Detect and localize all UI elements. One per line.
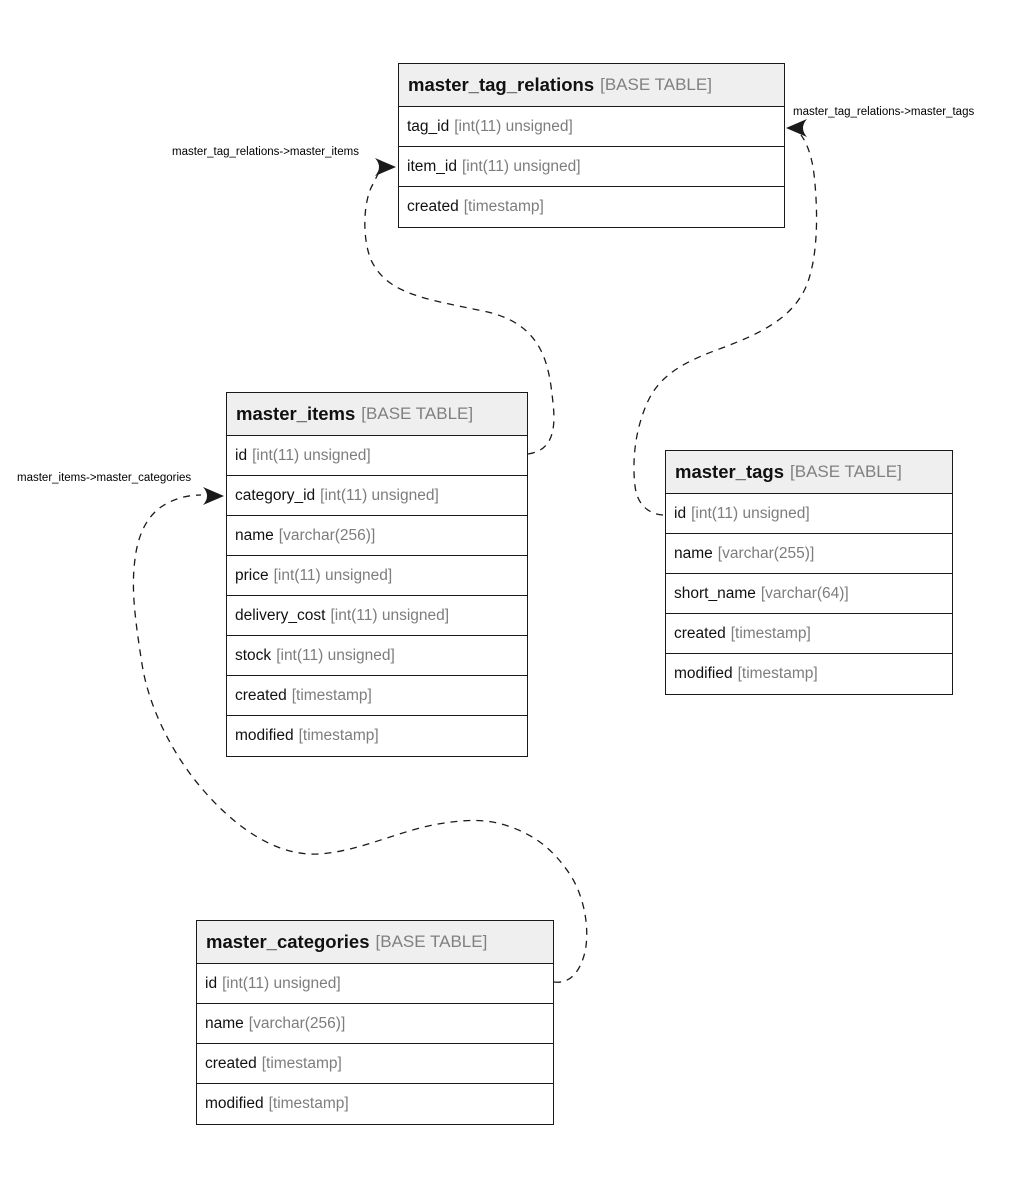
field-type: [varchar(64)] xyxy=(760,584,849,602)
table-type-badge: [BASE TABLE] xyxy=(790,462,902,481)
field-type: [timestamp] xyxy=(268,1095,349,1112)
relation-arrowhead-tags-fk xyxy=(786,119,807,137)
field-name: name xyxy=(235,526,274,544)
field-row-created[interactable]: created[timestamp] xyxy=(666,614,952,654)
field-name: id xyxy=(205,974,218,992)
field-name: tag_id xyxy=(407,117,450,135)
table-name: master_tag_relations xyxy=(408,74,595,95)
relation-label-items-categories: master_items->master_categories xyxy=(17,472,192,484)
field-row-name[interactable]: name[varchar(256)] xyxy=(197,1004,553,1044)
relation-label-tag_relations-tags: master_tag_relations->master_tags xyxy=(793,106,975,118)
field-type: [int(11) unsigned] xyxy=(454,117,573,135)
field-name: modified xyxy=(674,665,733,682)
field-name: item_id xyxy=(407,157,457,175)
field-type: [int(11) unsigned] xyxy=(222,974,341,992)
table-type-badge: [BASE TABLE] xyxy=(361,404,474,423)
field-type: [timestamp] xyxy=(463,198,544,215)
field-row-stock[interactable]: stock[int(11) unsigned] xyxy=(227,636,527,676)
relation-arrowhead-items-fk xyxy=(375,158,396,176)
field-type: [timestamp] xyxy=(291,686,372,704)
field-row-id[interactable]: id[int(11) unsigned] xyxy=(666,494,952,534)
table-master_categories[interactable]: master_categories [BASE TABLE] id[int(11) … xyxy=(196,920,554,1125)
field-row-modified[interactable]: modified[timestamp] xyxy=(666,654,952,694)
field-row-id[interactable]: id[int(11) unsigned] xyxy=(227,436,527,476)
field-row-created[interactable]: created[timestamp] xyxy=(399,187,784,227)
table-type-badge: [BASE TABLE] xyxy=(375,932,488,951)
field-type: [timestamp] xyxy=(730,624,811,642)
table-type-badge: [BASE TABLE] xyxy=(600,75,712,94)
field-row-category_id[interactable]: category_id[int(11) unsigned] xyxy=(227,476,527,516)
field-type: [timestamp] xyxy=(298,727,379,744)
field-type: [int(11) unsigned] xyxy=(330,606,450,624)
field-row-tag_id[interactable]: tag_id[int(11) unsigned] xyxy=(399,107,784,147)
field-row-short_name[interactable]: short_name[varchar(64)] xyxy=(666,574,952,614)
table-name: master_categories xyxy=(206,931,370,952)
field-row-price[interactable]: price[int(11) unsigned] xyxy=(227,556,527,596)
field-type: [int(11) unsigned] xyxy=(273,566,393,584)
field-row-modified[interactable]: modified[timestamp] xyxy=(197,1084,553,1124)
field-type: [int(11) unsigned] xyxy=(320,486,439,504)
field-name: delivery_cost xyxy=(235,606,326,624)
table-master_tags[interactable]: master_tags [BASE TABLE] id[int(11) unsign… xyxy=(665,450,953,695)
table-header[interactable]: master_items [BASE TABLE] xyxy=(227,393,527,436)
table-master_tag_relations[interactable]: master_tag_relations[BASE TABLE]tag_id[i… xyxy=(398,63,785,228)
field-name: created xyxy=(674,624,726,642)
field-name: name xyxy=(205,1014,244,1032)
table-name: master_tags xyxy=(675,461,785,482)
field-type: [varchar(256)] xyxy=(278,526,376,544)
field-name: id xyxy=(674,504,687,522)
field-type: [varchar(256)] xyxy=(248,1014,346,1032)
relation-label-tag_relations-items: master_tag_relations->master_items xyxy=(172,146,359,158)
field-name: modified xyxy=(235,727,294,744)
field-name: price xyxy=(235,566,269,584)
field-row-name[interactable]: name[varchar(255)] xyxy=(666,534,952,574)
relation-arrowhead-categories-fk xyxy=(203,487,224,505)
field-type: [timestamp] xyxy=(261,1054,342,1072)
table-name: master_items xyxy=(236,403,356,424)
field-row-created[interactable]: created[timestamp] xyxy=(227,676,527,716)
field-row-created[interactable]: created[timestamp] xyxy=(197,1044,553,1084)
table-header[interactable]: master_tag_relations [BASE TABLE] xyxy=(399,64,784,107)
field-row-modified[interactable]: modified[timestamp] xyxy=(227,716,527,756)
field-name: stock xyxy=(235,646,272,664)
field-type: [varchar(255)] xyxy=(717,544,815,562)
field-name: category_id xyxy=(235,486,316,504)
field-type: [int(11) unsigned] xyxy=(252,446,371,464)
field-name: created xyxy=(407,198,459,215)
field-row-item_id[interactable]: item_id[int(11) unsigned] xyxy=(399,147,784,187)
field-type: [int(11) unsigned] xyxy=(691,504,810,522)
field-name: created xyxy=(205,1054,257,1072)
field-name: created xyxy=(235,686,287,704)
field-name: short_name xyxy=(674,584,756,602)
field-name: modified xyxy=(205,1095,264,1112)
field-name: id xyxy=(235,446,248,464)
table-header[interactable]: master_tags [BASE TABLE] xyxy=(666,451,952,494)
table-header[interactable]: master_categories [BASE TABLE] xyxy=(197,921,553,964)
field-type: [int(11) unsigned] xyxy=(461,157,581,175)
field-name: name xyxy=(674,544,713,562)
field-row-name[interactable]: name[varchar(256)] xyxy=(227,516,527,556)
field-type: [timestamp] xyxy=(737,665,818,682)
field-type: [int(11) unsigned] xyxy=(276,646,395,664)
field-row-delivery_cost[interactable]: delivery_cost[int(11) unsigned] xyxy=(227,596,527,636)
table-master_items[interactable]: master_items[BASE TABLE]id[int(11) unsig… xyxy=(226,392,528,757)
field-row-id[interactable]: id[int(11) unsigned] xyxy=(197,964,553,1004)
